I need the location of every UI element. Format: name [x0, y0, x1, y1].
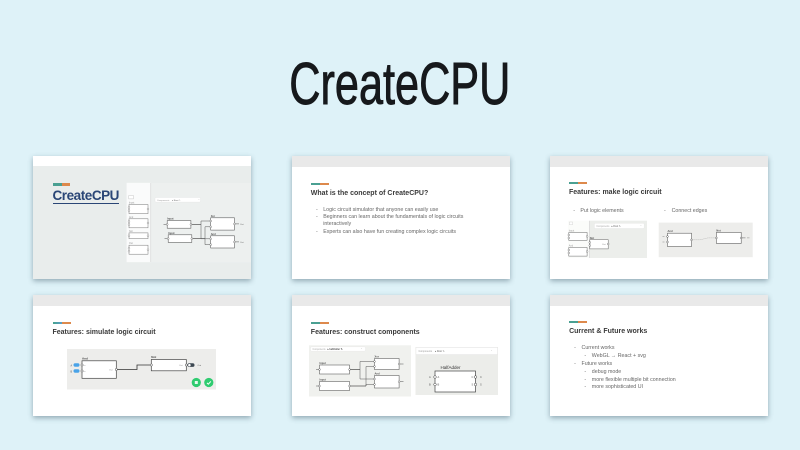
- svg-text:▸ Root ✎: ▸ Root ✎: [172, 199, 181, 202]
- svg-text:A: A: [438, 375, 440, 379]
- svg-text:Out: Out: [179, 364, 183, 367]
- svg-text:HalfAdder: HalfAdder: [441, 365, 462, 370]
- svg-text:Not: Not: [590, 236, 594, 240]
- svg-text:Input: Input: [320, 378, 326, 382]
- svg-text:Not: Not: [151, 355, 156, 359]
- svg-text:Not: Not: [716, 229, 720, 233]
- svg-text:Input: Input: [168, 231, 174, 235]
- svg-text:Input: Input: [320, 361, 326, 365]
- svg-text:Xor: Xor: [375, 355, 379, 359]
- svg-text:Input: Input: [129, 202, 135, 205]
- svg-text:B: B: [71, 371, 73, 374]
- svg-text:And: And: [569, 245, 574, 248]
- svg-text:Xor: Xor: [211, 214, 215, 218]
- svg-text:Input: Input: [569, 230, 575, 233]
- svg-text:Out: Out: [602, 243, 606, 246]
- svg-text:ˆ: ˆ: [641, 225, 642, 228]
- svg-text:ˆ: ˆ: [491, 350, 492, 354]
- svg-text:And: And: [211, 232, 216, 236]
- svg-text:▸ halfAdder ✎: ▸ halfAdder ✎: [327, 348, 343, 351]
- svg-text:Components: Components: [419, 351, 433, 354]
- svg-text:And: And: [375, 372, 380, 376]
- svg-text:In: In: [84, 371, 87, 373]
- svg-text:And: And: [82, 357, 88, 361]
- svg-text:And: And: [668, 229, 673, 233]
- svg-text:Components: Components: [596, 225, 610, 228]
- svg-text:C: C: [472, 375, 474, 379]
- svg-text:ˆ: ˆ: [361, 348, 362, 351]
- svg-text:Not: Not: [129, 230, 133, 233]
- svg-text:Input: Input: [167, 217, 173, 221]
- svg-text:Out: Out: [198, 364, 202, 367]
- svg-text:Out: Out: [109, 369, 113, 372]
- svg-text:Out: Out: [129, 242, 133, 245]
- svg-text:And: And: [129, 216, 134, 219]
- svg-text:B: B: [438, 383, 440, 387]
- svg-text:ˆ: ˆ: [199, 199, 200, 202]
- svg-text:Components: Components: [157, 199, 170, 202]
- svg-text:S: S: [472, 383, 474, 387]
- svg-text:▸ Root ✎: ▸ Root ✎: [612, 225, 621, 228]
- svg-text:Out: Out: [240, 223, 244, 226]
- svg-text:In: In: [84, 365, 87, 367]
- svg-text:C: C: [480, 375, 482, 379]
- svg-text:B: B: [429, 383, 431, 387]
- svg-text:Components: Components: [313, 348, 327, 351]
- svg-text:S: S: [480, 383, 482, 387]
- svg-text:A: A: [71, 365, 73, 368]
- svg-text:▸ Root ✎: ▸ Root ✎: [435, 351, 445, 354]
- svg-text:A: A: [429, 375, 431, 379]
- svg-text:Out: Out: [240, 241, 244, 244]
